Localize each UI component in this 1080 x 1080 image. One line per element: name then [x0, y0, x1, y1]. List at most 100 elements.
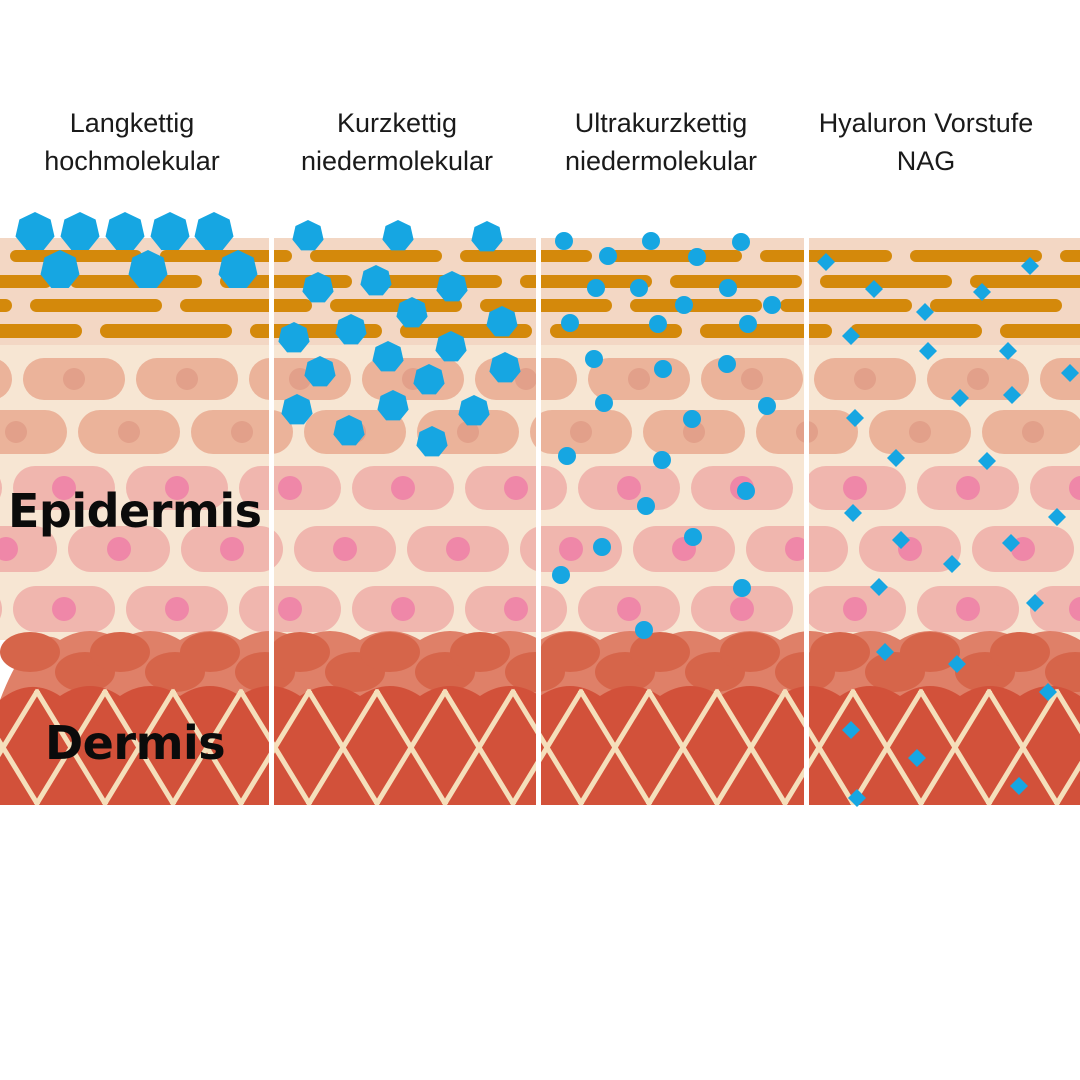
keratin-band [930, 299, 1062, 312]
hyaluron-large-molecule [15, 212, 55, 250]
hyaluron-medium-molecule [382, 220, 414, 251]
collagen-fiber [577, 688, 653, 805]
hyaluron-medium-molecule [471, 221, 503, 252]
cell-nucleus [107, 537, 131, 561]
nag-molecule [892, 531, 910, 549]
nag-molecule [817, 253, 835, 271]
hyaluron-small-molecule [654, 360, 672, 378]
nag-molecule [1039, 683, 1057, 701]
nag-molecule [999, 342, 1017, 360]
basal-cell [0, 632, 60, 672]
hyaluron-medium-molecule [304, 356, 336, 387]
hyaluron-small-molecule [637, 497, 655, 515]
nag-molecule [1048, 508, 1066, 526]
cell-nucleus [515, 368, 537, 390]
column-divider [269, 234, 274, 805]
hyaluron-small-molecule [758, 397, 776, 415]
cell-nucleus [446, 537, 470, 561]
nag-molecule [1026, 594, 1044, 612]
hyaluron-small-molecule [593, 538, 611, 556]
cell-nucleus [333, 537, 357, 561]
collagen-fiber [1053, 688, 1080, 735]
basal-cell [900, 632, 960, 672]
hyaluron-small-molecule [630, 279, 648, 297]
hyaluron-large-molecule [128, 250, 168, 288]
column-title-long-chain: Langkettig hochmolekular [1, 104, 263, 180]
hyaluron-medium-molecule [360, 265, 392, 296]
cell-nucleus [231, 421, 253, 443]
hyaluron-small-molecule [684, 528, 702, 546]
nag-molecule [1010, 777, 1028, 795]
hyaluron-large-molecule [194, 212, 234, 250]
hyaluron-small-molecule [595, 394, 613, 412]
nag-molecule [876, 643, 894, 661]
collagen-fiber [713, 688, 789, 805]
cell-nucleus [570, 421, 592, 443]
hyaluron-large-molecule [60, 212, 100, 250]
hyaluron-small-molecule [558, 447, 576, 465]
hyaluron-medium-molecule [278, 322, 310, 353]
cell-nucleus [617, 597, 641, 621]
epidermis-cell [1030, 466, 1080, 510]
keratin-band [100, 324, 232, 338]
hyaluron-small-molecule [675, 296, 693, 314]
hyaluron-small-molecule [688, 248, 706, 266]
basal-cell [810, 632, 870, 672]
hyaluron-medium-molecule [413, 364, 445, 395]
epidermis-label: Epidermis [8, 484, 262, 538]
collagen-fiber [645, 688, 721, 805]
keratin-band [0, 275, 52, 288]
dermis-label: Dermis [45, 716, 226, 770]
column-title-line: hochmolekular [44, 146, 220, 176]
nag-molecule [978, 452, 996, 470]
keratin-band [670, 275, 802, 288]
hyaluron-medium-molecule [486, 306, 518, 337]
cell-nucleus [52, 597, 76, 621]
cell-nucleus [118, 421, 140, 443]
nag-molecule [951, 389, 969, 407]
hyaluron-small-molecule [555, 232, 573, 250]
nag-molecule [887, 449, 905, 467]
cell-nucleus [1069, 597, 1080, 621]
cell-nucleus [956, 597, 980, 621]
collagen-fiber [509, 688, 585, 805]
column-title-nag: Hyaluron Vorstufe NAG [795, 104, 1057, 180]
epidermis-cell [0, 360, 12, 398]
hyaluron-small-molecule [732, 233, 750, 251]
cell-nucleus [785, 537, 809, 561]
collagen-fiber [169, 688, 245, 805]
cell-nucleus [741, 368, 763, 390]
epidermis-cell [0, 410, 67, 454]
collagen-fiber [917, 688, 993, 805]
column-divider [804, 234, 809, 805]
nag-molecule [842, 721, 860, 739]
collagen-fiber [373, 688, 449, 805]
basal-cell [630, 632, 690, 672]
cell-nucleus [559, 537, 583, 561]
collagen-fiber [849, 688, 925, 805]
column-title-line: niedermolekular [300, 146, 494, 176]
cell-nucleus [0, 537, 18, 561]
cell-nucleus [956, 476, 980, 500]
keratin-band [10, 250, 142, 262]
keratin-band [850, 324, 982, 338]
hyaluron-large-molecule [218, 250, 258, 288]
basal-cell [1045, 652, 1080, 692]
hyaluron-small-molecule [737, 482, 755, 500]
collagen-fiber [33, 688, 109, 805]
cell-nucleus [176, 368, 198, 390]
hyaluron-medium-molecule [489, 352, 521, 383]
basal-cell [450, 632, 510, 672]
cell-nucleus [628, 368, 650, 390]
hyaluron-small-molecule [739, 315, 757, 333]
nag-molecule [842, 327, 860, 345]
hyaluron-medium-molecule [292, 220, 324, 251]
collagen-fiber [0, 688, 41, 758]
keratin-band [30, 299, 162, 312]
nag-molecule [916, 303, 934, 321]
keratin-band [330, 299, 462, 312]
hyaluron-small-molecule [599, 247, 617, 265]
hyaluron-medium-molecule [377, 390, 409, 421]
nag-molecule [848, 789, 866, 807]
keratin-band [180, 299, 312, 312]
